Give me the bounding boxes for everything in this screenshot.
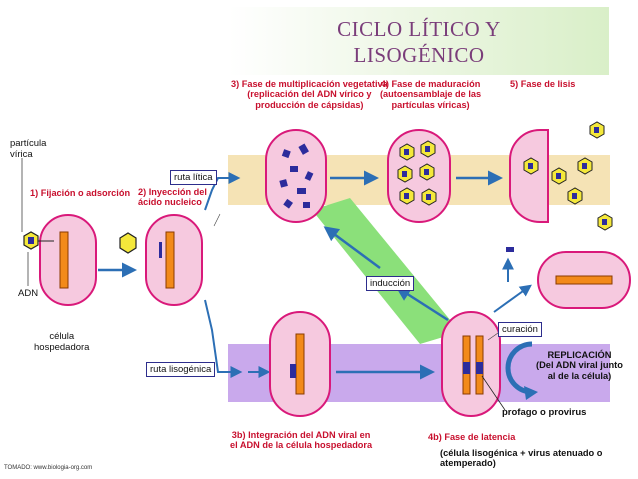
label-ruta-litica: ruta lítica — [170, 170, 217, 185]
label-adn: ADN — [18, 288, 39, 299]
label-particula-virica: partícula vírica — [10, 138, 47, 160]
label-ruta-lisogenica: ruta lisogénica — [146, 362, 216, 377]
arrow-induccion-1 — [323, 226, 381, 270]
label-fase-4b: 4b) Fase de latencia — [428, 432, 516, 442]
label-profago: profago o provirus — [502, 407, 587, 418]
lysed-cell — [509, 129, 549, 224]
label-curacion: curación — [498, 322, 542, 337]
label-fase-3: 3) Fase de multiplicación vegetativa (re… — [231, 79, 388, 110]
host-cell-4b — [441, 311, 501, 417]
induction-band — [312, 198, 460, 344]
host-dna-1 — [59, 231, 69, 289]
arrow-induccion-2 — [395, 286, 449, 322]
title-line-2: LISOGÉNICO — [353, 43, 485, 67]
title-line-1: CICLO LÍTICO Y — [337, 17, 501, 41]
title-box: CICLO LÍTICO Y LISOGÉNICO — [229, 7, 609, 75]
host-dna-3b — [295, 333, 305, 395]
host-cell-4 — [387, 129, 451, 223]
label-celula-hospedadora: célula hospedadora — [34, 331, 90, 353]
label-fase-5: 5) Fase de lisis — [510, 79, 576, 89]
cured-cell-dna — [555, 275, 613, 285]
label-fase-3b: 3b) Integración del ADN viral en el ADN … — [230, 430, 373, 451]
label-inyeccion: 2) Inyección del ácido nucleico — [138, 187, 207, 208]
host-cell-3 — [265, 129, 327, 223]
credit-text: TOMADO: www.biologia-org.com — [4, 465, 93, 471]
viral-dna-2 — [159, 242, 162, 258]
label-induccion: inducción — [366, 276, 415, 291]
label-fijacion: 1) Fijación o adsorción — [30, 188, 131, 198]
replication-arrow — [505, 341, 533, 395]
label-replicacion: REPLICACIÓN (Del ADN viral junto al de l… — [536, 350, 623, 381]
host-dna-2 — [165, 231, 175, 289]
empty-capsid — [119, 232, 137, 254]
label-lisogenica-note: (célula lisogénica + virus atenuado o at… — [440, 448, 603, 469]
label-fase-4: 4) Fase de maduración (autoensamblaje de… — [380, 79, 482, 110]
